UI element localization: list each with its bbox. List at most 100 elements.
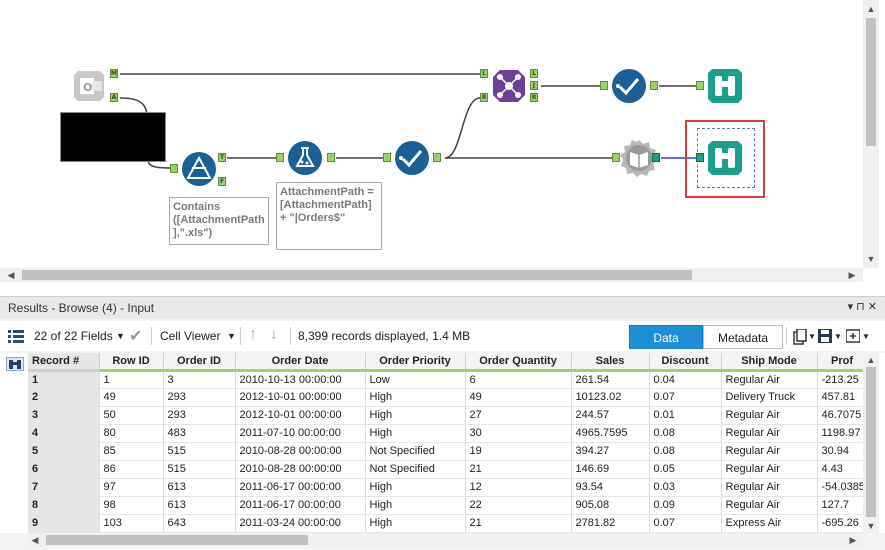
- table-cell[interactable]: Regular Air: [721, 406, 818, 425]
- table-cell[interactable]: 905.08: [571, 496, 650, 515]
- table-cell[interactable]: 0.08: [649, 442, 722, 461]
- table-cell[interactable]: High: [365, 406, 466, 425]
- table-cell[interactable]: 2011-06-17 00:00:00: [235, 496, 366, 515]
- filter-input-anchor[interactable]: [170, 164, 178, 173]
- table-cell[interactable]: 2781.82: [571, 514, 650, 533]
- list-view-icon[interactable]: [8, 327, 24, 345]
- filter-tool[interactable]: [180, 150, 218, 188]
- table-cell[interactable]: 0.05: [649, 460, 722, 479]
- table-cell[interactable]: 261.54: [571, 370, 650, 389]
- record-number-cell[interactable]: 2: [28, 388, 100, 407]
- filter-anchor-f[interactable]: F: [218, 177, 226, 186]
- table-cell[interactable]: 86: [99, 460, 164, 479]
- column-header[interactable]: Discount: [649, 353, 722, 372]
- table-cell[interactable]: 0.04: [649, 370, 722, 389]
- table-cell[interactable]: 2011-07-10 00:00:00: [235, 424, 366, 443]
- record-number-cell[interactable]: 5: [28, 442, 100, 461]
- table-cell[interactable]: Express Air: [721, 514, 818, 533]
- table-cell[interactable]: 643: [163, 514, 236, 533]
- record-number-cell[interactable]: 8: [28, 496, 100, 515]
- arrow-up-icon[interactable]: ↑: [249, 326, 257, 343]
- copy-icon[interactable]: [793, 328, 807, 345]
- table-cell[interactable]: Regular Air: [721, 370, 818, 389]
- grid-horizontal-scrollbar[interactable]: ◀ ▶: [28, 533, 863, 547]
- table-cell[interactable]: 0.09: [649, 496, 722, 515]
- table-cell[interactable]: High: [365, 478, 466, 497]
- table-cell[interactable]: 2012-10-01 00:00:00: [235, 388, 366, 407]
- canvas-horizontal-scrollbar[interactable]: ◀ ▶: [0, 268, 863, 282]
- scroll-left-arrow-icon[interactable]: ◀: [31, 535, 39, 545]
- table-cell[interactable]: High: [365, 424, 466, 443]
- table-cell[interactable]: 12: [465, 478, 572, 497]
- column-header[interactable]: Sales: [571, 353, 650, 372]
- filter-anchor-t[interactable]: T: [218, 153, 226, 162]
- table-cell[interactable]: 19: [465, 442, 572, 461]
- browse2-input-anchor[interactable]: [696, 153, 704, 162]
- table-cell[interactable]: -54.0385: [817, 478, 868, 497]
- join-tool[interactable]: [490, 67, 528, 105]
- table-cell[interactable]: 127.7: [817, 496, 868, 515]
- select2-input-anchor[interactable]: [600, 81, 608, 90]
- cell-viewer-dropdown[interactable]: Cell Viewer: [160, 329, 221, 343]
- fields-dropdown[interactable]: 22 of 22 Fields: [34, 329, 113, 343]
- record-number-cell[interactable]: 7: [28, 478, 100, 497]
- table-cell[interactable]: 49: [465, 388, 572, 407]
- chevron-down-icon[interactable]: ▼: [116, 331, 125, 341]
- table-cell[interactable]: Regular Air: [721, 496, 818, 515]
- table-cell[interactable]: High: [365, 496, 466, 515]
- record-number-cell[interactable]: 3: [28, 406, 100, 425]
- table-cell[interactable]: High: [365, 388, 466, 407]
- table-cell[interactable]: 0.01: [649, 406, 722, 425]
- input-anchor-in[interactable]: [612, 153, 620, 162]
- scroll-thumb[interactable]: [46, 535, 308, 545]
- table-cell[interactable]: 2010-10-13 00:00:00: [235, 370, 366, 389]
- scroll-right-arrow-icon[interactable]: ▶: [849, 535, 857, 545]
- column-header[interactable]: Order Quantity: [465, 353, 572, 372]
- outlook-anchor-a[interactable]: A: [110, 93, 118, 102]
- table-cell[interactable]: 4965.7595: [571, 424, 650, 443]
- table-cell[interactable]: 85: [99, 442, 164, 461]
- data-tab-button[interactable]: Data: [629, 325, 703, 349]
- checkmark-icon[interactable]: ✔: [129, 328, 143, 345]
- table-cell[interactable]: 49: [99, 388, 164, 407]
- column-header[interactable]: Prof: [817, 353, 868, 372]
- table-cell[interactable]: 0.07: [649, 514, 722, 533]
- table-cell[interactable]: Regular Air: [721, 460, 818, 479]
- scroll-up-arrow-icon[interactable]: ▲: [866, 355, 876, 365]
- table-cell[interactable]: 98: [99, 496, 164, 515]
- outlook-input-tool[interactable]: O: [70, 67, 108, 105]
- scroll-down-arrow-icon[interactable]: ▼: [866, 254, 876, 264]
- table-cell[interactable]: 50: [99, 406, 164, 425]
- table-cell[interactable]: High: [365, 514, 466, 533]
- grid-vertical-scrollbar[interactable]: ▲ ▼: [863, 353, 879, 533]
- record-number-cell[interactable]: 1: [28, 370, 100, 389]
- scroll-left-arrow-icon[interactable]: ◀: [7, 270, 15, 280]
- table-cell[interactable]: 30.94: [817, 442, 868, 461]
- table-cell[interactable]: 515: [163, 460, 236, 479]
- arrow-down-icon[interactable]: ↓: [270, 326, 278, 343]
- table-cell[interactable]: 4.43: [817, 460, 868, 479]
- column-header[interactable]: Order Priority: [365, 353, 466, 372]
- table-cell[interactable]: Not Specified: [365, 460, 466, 479]
- table-cell[interactable]: 293: [163, 406, 236, 425]
- scroll-right-arrow-icon[interactable]: ▶: [848, 270, 856, 280]
- save-icon[interactable]: [818, 329, 832, 343]
- table-cell[interactable]: Delivery Truck: [721, 388, 818, 407]
- record-number-cell[interactable]: 9: [28, 514, 100, 533]
- table-cell[interactable]: Low: [365, 370, 466, 389]
- table-cell[interactable]: 93.54: [571, 478, 650, 497]
- table-cell[interactable]: 27: [465, 406, 572, 425]
- scroll-thumb[interactable]: [22, 270, 692, 280]
- chevron-down-icon[interactable]: ▼: [862, 332, 870, 341]
- formula-output-anchor[interactable]: [327, 153, 335, 162]
- table-cell[interactable]: 457.81: [817, 388, 868, 407]
- table-cell[interactable]: 2012-10-01 00:00:00: [235, 406, 366, 425]
- chevron-down-icon[interactable]: ▼: [834, 332, 842, 341]
- record-number-cell[interactable]: 6: [28, 460, 100, 479]
- join-anchor-l-in[interactable]: L: [480, 69, 488, 78]
